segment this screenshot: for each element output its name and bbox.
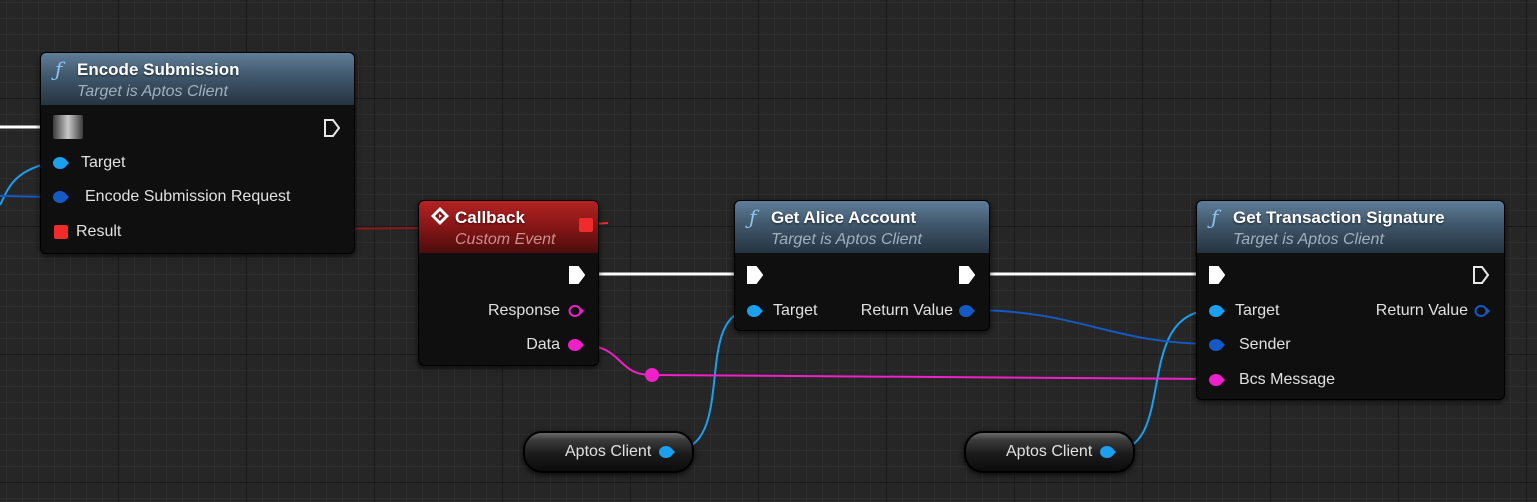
- function-icon: ƒ: [55, 57, 63, 81]
- node-subtitle: Target is Aptos Client: [771, 231, 922, 248]
- pin-label-bcs-message: Bcs Message: [1239, 371, 1336, 388]
- pin-label-target: Target: [1235, 302, 1280, 319]
- return-value-pin-row[interactable]: Return Value: [861, 298, 975, 324]
- node-title: Get Alice Account: [771, 208, 917, 227]
- object-pin-icon[interactable]: [747, 304, 763, 318]
- struct-pin-icon-empty[interactable]: [1474, 304, 1490, 318]
- node-header: Callback Custom Event: [419, 201, 598, 253]
- pin-label-return-value: Return Value: [860, 302, 953, 319]
- pin-label-data: Data: [526, 336, 560, 353]
- variable-label: Aptos Client: [1006, 443, 1093, 460]
- exec-out-pin[interactable]: [1473, 266, 1489, 284]
- node-title: Encode Submission: [77, 60, 240, 79]
- exec-out-pin[interactable]: [324, 119, 340, 137]
- target-pin-row[interactable]: Target: [1209, 298, 1279, 324]
- delegate-pin-icon[interactable]: [54, 225, 68, 239]
- node-header: ƒ Get Transaction Signature Target is Ap…: [1197, 201, 1504, 253]
- object-pin-icon[interactable]: [1100, 445, 1116, 459]
- struct-wire-return-to-sender: [969, 309, 1215, 345]
- get-alice-account-node[interactable]: ƒ Get Alice Account Target is Aptos Clie…: [734, 200, 990, 331]
- node-subtitle: Target is Aptos Client: [1233, 231, 1384, 248]
- pin-label-response: Response: [487, 302, 560, 319]
- node-title: Callback: [455, 208, 525, 227]
- bcs-message-pin-row[interactable]: Bcs Message: [1209, 367, 1335, 393]
- exec-in-pin[interactable]: [53, 115, 83, 139]
- event-icon: [431, 207, 449, 225]
- get-transaction-signature-node[interactable]: ƒ Get Transaction Signature Target is Ap…: [1196, 200, 1505, 400]
- aptos-client-variable-node[interactable]: Aptos Client: [964, 431, 1135, 473]
- delegate-output-pin[interactable]: [579, 218, 593, 232]
- target-pin-row[interactable]: Target: [53, 150, 125, 176]
- byte-wire-data-to-bcs: [579, 344, 1217, 380]
- reroute-knot[interactable]: [645, 368, 659, 382]
- node-title: Get Transaction Signature: [1233, 208, 1445, 227]
- pin-label-encode-submission-request: Encode Submission Request: [85, 188, 291, 205]
- pin-label-return-value: Return Value: [1375, 302, 1468, 319]
- byte-pin-icon-empty[interactable]: [568, 304, 584, 318]
- node-subtitle: Custom Event: [455, 231, 556, 248]
- data-pin-row[interactable]: Data: [526, 332, 584, 358]
- byte-pin-icon[interactable]: [1209, 373, 1225, 387]
- node-header: ƒ Get Alice Account Target is Aptos Clie…: [735, 201, 989, 253]
- pin-label-sender: Sender: [1239, 336, 1291, 353]
- struct-pin-icon[interactable]: [53, 190, 69, 204]
- callback-event-node[interactable]: Callback Custom Event Response Data: [418, 200, 599, 366]
- struct-pin-icon[interactable]: [1209, 338, 1225, 352]
- result-pin-row[interactable]: Result: [54, 219, 121, 245]
- struct-pin-icon[interactable]: [959, 304, 975, 318]
- variable-label: Aptos Client: [565, 443, 652, 460]
- function-icon: ƒ: [1211, 205, 1219, 229]
- response-pin-row[interactable]: Response: [488, 298, 584, 324]
- return-value-pin-row[interactable]: Return Value: [1376, 298, 1490, 324]
- exec-in-pin[interactable]: [747, 266, 763, 284]
- node-header: ƒ Encode Submission Target is Aptos Clie…: [41, 53, 354, 105]
- object-pin-icon[interactable]: [659, 445, 675, 459]
- object-pin-icon[interactable]: [1209, 304, 1225, 318]
- pin-label-result: Result: [76, 223, 122, 240]
- exec-out-pin[interactable]: [569, 266, 585, 284]
- target-pin-row[interactable]: Target: [747, 298, 817, 324]
- pin-label-target: Target: [773, 302, 818, 319]
- pin-label-target: Target: [81, 154, 126, 171]
- exec-out-pin[interactable]: [959, 266, 975, 284]
- aptos-client-variable-node[interactable]: Aptos Client: [523, 431, 694, 473]
- object-wire-client-to-alice: [671, 309, 753, 452]
- encode-submission-node[interactable]: ƒ Encode Submission Target is Aptos Clie…: [40, 52, 355, 254]
- request-pin-row[interactable]: Encode Submission Request: [53, 184, 290, 210]
- sender-pin-row[interactable]: Sender: [1209, 332, 1291, 358]
- object-pin-icon[interactable]: [53, 156, 69, 170]
- node-subtitle: Target is Aptos Client: [77, 83, 228, 100]
- function-icon: ƒ: [749, 205, 757, 229]
- byte-pin-icon[interactable]: [568, 338, 584, 352]
- exec-in-pin[interactable]: [1209, 266, 1225, 284]
